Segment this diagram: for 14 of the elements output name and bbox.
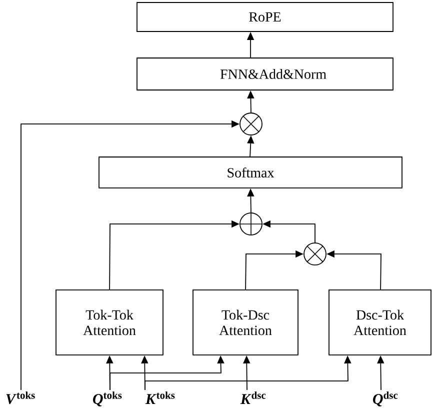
attention-box: Tok-Tok Attention (56, 290, 164, 356)
attention-box: Dsc-Tok Attention (328, 290, 432, 356)
input-label: Q$^{dsc}$ (373, 391, 398, 406)
process-box: FNN&Add&Norm (136, 58, 394, 90)
process-box: RoPE (136, 2, 394, 32)
input-label: K$^{toks}$ (145, 391, 175, 404)
process-box: Softmax (98, 156, 402, 188)
multiply-symbol (304, 242, 326, 266)
input-label: V$^{toks}$ (6, 391, 35, 404)
input-label: Q$^{toks}$ (93, 391, 122, 406)
add-symbol (239, 212, 263, 236)
multiply-symbol (240, 112, 262, 136)
input-label: K$^{dsc}$ (240, 391, 266, 404)
attention-box: Tok-Dsc Attention (192, 290, 298, 356)
